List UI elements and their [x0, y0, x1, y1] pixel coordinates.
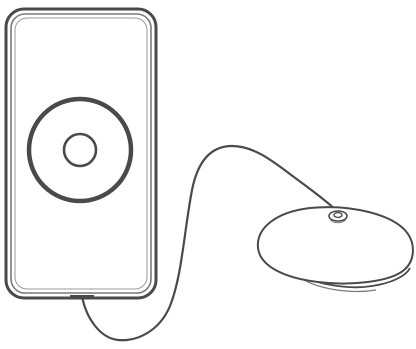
concentric-ring-icon: [26, 96, 134, 204]
sensor-puck-icon: [256, 206, 414, 293]
cable-icon: [80, 144, 340, 342]
